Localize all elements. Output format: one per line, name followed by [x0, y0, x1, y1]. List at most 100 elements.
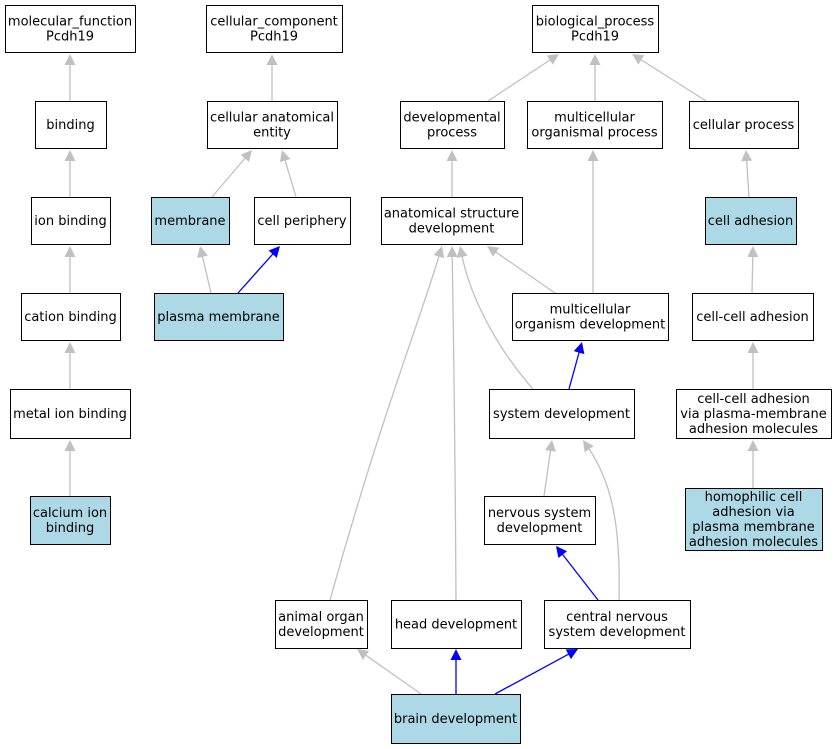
edge-sysdev-to-asd: [456, 246, 534, 390]
edge-cnsd-to-nsd: [556, 546, 599, 601]
go-term-node-cellproc[interactable]: cellular process: [689, 101, 799, 149]
edge-aod-to-asd: [329, 246, 445, 601]
node-label-line: metal ion binding: [13, 407, 127, 422]
node-label-line: molecular_function: [8, 15, 132, 30]
node-label-line: multicellular: [554, 111, 635, 126]
edge-layer: [64, 54, 759, 695]
edge-sysdev-to-mod: [568, 342, 585, 390]
edge-arrowhead: [64, 342, 76, 353]
edge-line: [451, 255, 457, 601]
node-label-line: via plasma-membrane: [680, 407, 826, 422]
edge-cabind-to-metalbind: [64, 440, 76, 496]
edge-line: [568, 351, 580, 390]
node-label-line: calcium ion: [33, 506, 107, 521]
go-term-node-metalbind[interactable]: metal ion binding: [10, 389, 131, 439]
node-box: [685, 488, 823, 551]
edge-arrowhead: [632, 54, 645, 65]
node-label-line: cellular anatomical: [210, 111, 334, 126]
node-label-line: biological_process: [536, 15, 655, 30]
edge-homophilic-to-ccpm: [747, 440, 759, 488]
edge-line: [543, 449, 552, 497]
node-label-line: adhesion molecules: [689, 535, 818, 550]
node-box: [391, 694, 521, 744]
node-label-line: binding: [46, 521, 94, 536]
edge-arrowhead: [747, 246, 759, 258]
go-term-node-cationbind[interactable]: cation binding: [21, 293, 121, 341]
node-label-line: development: [278, 625, 364, 640]
node-label-line: Pcdh19: [250, 30, 298, 45]
node-label-line: cellular process: [693, 118, 795, 133]
edge-arrowhead: [747, 440, 759, 451]
node-label-line: cell adhesion: [708, 214, 794, 229]
node-label-line: adhesion molecules: [689, 422, 818, 437]
edge-celladh-to-cellproc: [741, 150, 753, 198]
go-term-node-ccadh[interactable]: cell-cell adhesion: [692, 293, 814, 341]
node-label-line: central nervous: [566, 610, 668, 625]
edge-membrane-to-cae: [211, 150, 252, 198]
node-box: [692, 293, 814, 341]
node-box: [391, 600, 522, 649]
edge-arrowhead: [268, 246, 280, 258]
node-box: [10, 389, 131, 439]
node-label-line: development: [497, 521, 583, 536]
node-box: [689, 101, 799, 149]
edge-arrowhead: [583, 440, 594, 453]
edge-arrowhead: [446, 246, 458, 258]
edge-plasmamem-to-cellper: [237, 246, 280, 294]
edge-line: [284, 159, 297, 198]
node-label-line: animal organ: [278, 610, 364, 625]
node-label-line: development: [409, 222, 495, 237]
go-term-node-celladh[interactable]: cell adhesion: [705, 197, 797, 245]
edge-asd-to-devproc: [446, 150, 458, 197]
node-box: [31, 197, 111, 245]
node-label-line: cell periphery: [257, 214, 347, 229]
edge-arrowhead: [64, 54, 76, 65]
edge-line: [588, 447, 620, 601]
edge-line: [364, 654, 422, 695]
node-box: [705, 197, 797, 245]
node-box: [527, 101, 663, 149]
go-term-node-membrane[interactable]: membrane: [151, 197, 230, 245]
edge-line: [494, 251, 556, 294]
go-term-node-binding[interactable]: binding: [35, 101, 107, 149]
node-label-line: system development: [549, 625, 686, 640]
go-term-node-sysdev[interactable]: system development: [489, 389, 635, 439]
go-term-node-braindev[interactable]: brain development: [391, 694, 521, 744]
edge-line: [640, 58, 707, 102]
node-box: [484, 496, 596, 545]
edge-arrowhead: [587, 150, 599, 161]
node-box: [275, 600, 368, 649]
go-term-node-plasmamem[interactable]: plasma membrane: [154, 293, 284, 341]
node-label-line: brain development: [394, 712, 517, 727]
edge-arrowhead: [433, 246, 445, 259]
node-box: [400, 101, 505, 149]
edge-metalbind-to-cationbind: [64, 342, 76, 389]
edge-arrowhead: [266, 54, 278, 65]
edge-ccpm-to-ccadh: [747, 342, 759, 389]
edge-arrowhead: [747, 342, 759, 353]
edge-mop-to-bp: [589, 54, 601, 101]
node-label-line: multicellular: [550, 303, 631, 318]
node-label-line: nervous system: [488, 506, 591, 521]
node-box: [206, 5, 343, 53]
edge-line: [237, 253, 274, 294]
go-term-node-ionbind[interactable]: ion binding: [31, 197, 111, 245]
edge-devproc-to-bp: [487, 54, 559, 102]
go-term-node-cellper[interactable]: cell periphery: [254, 197, 351, 245]
go-term-node-headdev[interactable]: head development: [391, 600, 522, 649]
